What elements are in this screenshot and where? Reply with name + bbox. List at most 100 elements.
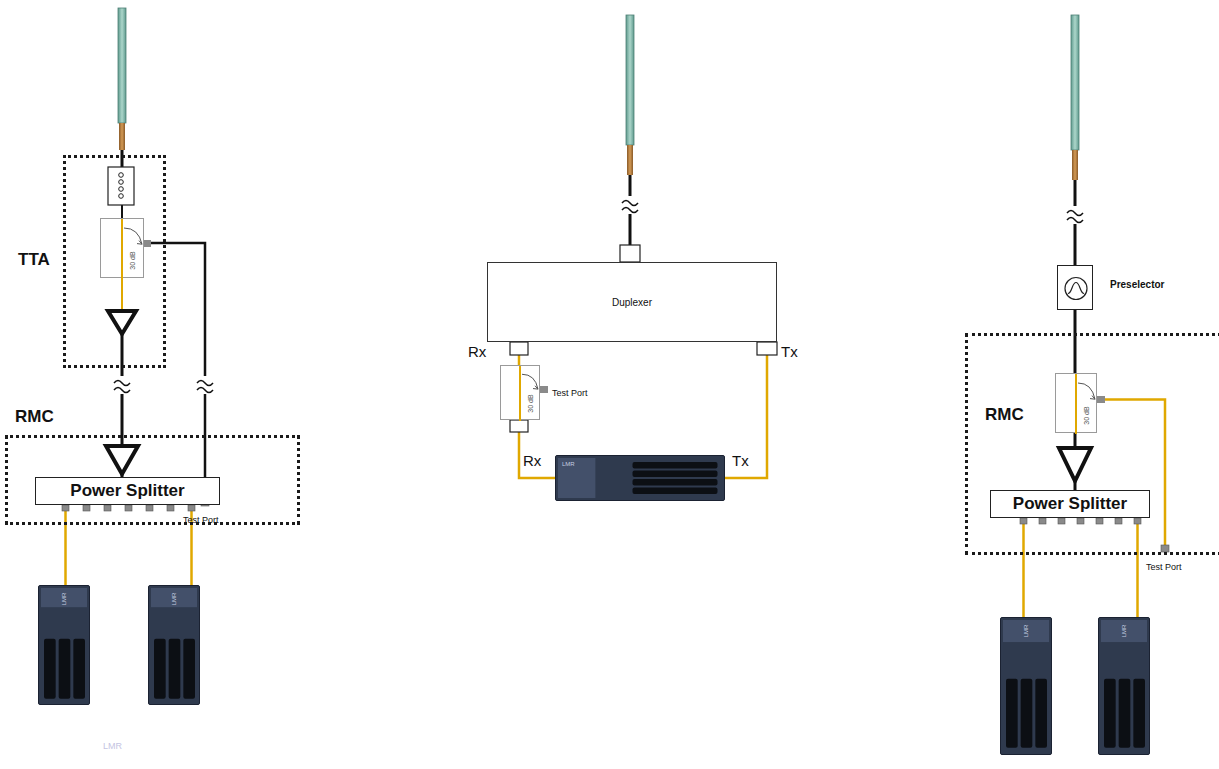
antenna bbox=[1071, 15, 1079, 150]
radio-unit: LMR bbox=[1098, 617, 1150, 755]
power-splitter: Power Splitter bbox=[35, 477, 220, 505]
front-panel bbox=[1101, 620, 1147, 642]
label-anchor: Tx bbox=[781, 343, 798, 361]
antenna bbox=[118, 8, 126, 123]
coupling-arrow bbox=[1090, 396, 1095, 400]
port-label: Tx bbox=[732, 452, 749, 469]
antenna bbox=[627, 145, 633, 175]
feed-cable bbox=[121, 334, 124, 368]
node-text: 30 dB bbox=[526, 394, 533, 412]
amplifier-symbol bbox=[106, 435, 138, 477]
test-cable bbox=[1097, 396, 1169, 552]
vent-grill bbox=[1104, 679, 1116, 748]
node-text: LMR bbox=[562, 461, 575, 467]
label-anchor: Rx bbox=[523, 452, 541, 470]
vent-grill bbox=[633, 488, 718, 495]
splitter-port bbox=[1058, 518, 1065, 524]
cable bbox=[725, 342, 767, 478]
node-text: Power Splitter bbox=[1013, 494, 1127, 514]
duplexer-port bbox=[757, 342, 777, 355]
coupling-arrow bbox=[137, 241, 142, 245]
through-line bbox=[1075, 374, 1077, 434]
cable bbox=[1136, 518, 1139, 617]
through-line bbox=[519, 366, 521, 421]
test-cable bbox=[144, 240, 209, 506]
label-anchor: Test Port bbox=[1146, 556, 1182, 574]
vent-grill bbox=[633, 462, 718, 469]
splitter-port bbox=[1115, 518, 1122, 524]
vent-grill bbox=[1035, 679, 1047, 748]
splitter-port bbox=[104, 505, 111, 511]
directional-coupler: 30 dB bbox=[500, 365, 540, 420]
filter-symbol bbox=[119, 194, 124, 199]
directional-coupler: 30 dB bbox=[100, 218, 144, 278]
vent-grill bbox=[183, 639, 195, 699]
feed-cable bbox=[121, 150, 124, 167]
port-label: Rx bbox=[468, 343, 486, 360]
vent-grill bbox=[169, 639, 181, 699]
rmc-enclosure: RMC30 dBPower Splitter bbox=[965, 333, 1219, 555]
section-heading: RMC bbox=[15, 407, 54, 427]
cable-break bbox=[1064, 206, 1086, 224]
test-port bbox=[540, 386, 548, 393]
splitter-port bbox=[83, 505, 90, 511]
port-label: Rx bbox=[523, 452, 541, 469]
duplexer-box: Duplexer bbox=[487, 262, 777, 342]
symbol bbox=[1099, 618, 1151, 756]
radio-unit: LMR bbox=[148, 585, 200, 705]
feed-cable bbox=[121, 205, 123, 218]
amplifier-symbol bbox=[1059, 448, 1091, 481]
cable-break bbox=[1064, 206, 1086, 224]
amplifier-symbol bbox=[106, 446, 138, 474]
label-anchor: Tx bbox=[732, 452, 749, 470]
cable-break bbox=[111, 376, 216, 394]
amplifier-symbol bbox=[108, 311, 136, 334]
port-label: Tx bbox=[781, 343, 798, 360]
coupling-arrow bbox=[124, 228, 142, 244]
port-label: Test Port bbox=[183, 515, 219, 525]
node-text: Power Splitter bbox=[70, 481, 184, 501]
cable-break bbox=[111, 376, 133, 394]
splitter-port bbox=[1020, 518, 1141, 524]
splitter-port bbox=[125, 505, 132, 511]
front-panel bbox=[151, 588, 197, 607]
node-text: LMR bbox=[1023, 625, 1029, 638]
section-heading: TTA bbox=[18, 250, 50, 270]
faint-label: LMR bbox=[103, 741, 122, 751]
radio-unit: LMR bbox=[38, 585, 90, 705]
vent-grill bbox=[1006, 679, 1018, 748]
cable bbox=[64, 505, 67, 585]
coupling-arrow bbox=[1078, 383, 1095, 399]
symbol bbox=[1001, 618, 1053, 756]
radio-unit: LMR bbox=[555, 455, 725, 501]
test-cable bbox=[151, 243, 205, 499]
vent-grill bbox=[1133, 679, 1145, 748]
test-port bbox=[540, 386, 548, 393]
node-text: LMR bbox=[1121, 625, 1127, 638]
symbol bbox=[556, 456, 726, 502]
vent-grill bbox=[44, 639, 56, 699]
cable-break bbox=[619, 196, 641, 214]
bandpass-symbol bbox=[1065, 278, 1087, 300]
feed-cable bbox=[121, 278, 123, 310]
port-label: Test Port bbox=[552, 388, 588, 398]
amplifier-symbol bbox=[1059, 448, 1091, 481]
coupling-arrow bbox=[522, 374, 538, 389]
splitter-port bbox=[188, 505, 195, 511]
bandpass-symbol bbox=[1068, 283, 1084, 294]
front-panel bbox=[558, 458, 595, 498]
duplexer-port bbox=[510, 420, 528, 432]
filter-symbol bbox=[119, 180, 124, 185]
test-cable bbox=[1161, 545, 1169, 552]
cable bbox=[1074, 310, 1077, 373]
vent-grill bbox=[154, 639, 166, 699]
node-text: Preselector bbox=[1110, 279, 1164, 290]
rmc-enclosure: RMCPower Splitter bbox=[5, 435, 300, 525]
section-heading: RMC bbox=[985, 405, 1024, 425]
vent-grill bbox=[633, 479, 718, 486]
label-anchor: Rx bbox=[468, 343, 486, 361]
label-anchor: LMR bbox=[103, 735, 122, 753]
test-cable bbox=[144, 240, 151, 247]
